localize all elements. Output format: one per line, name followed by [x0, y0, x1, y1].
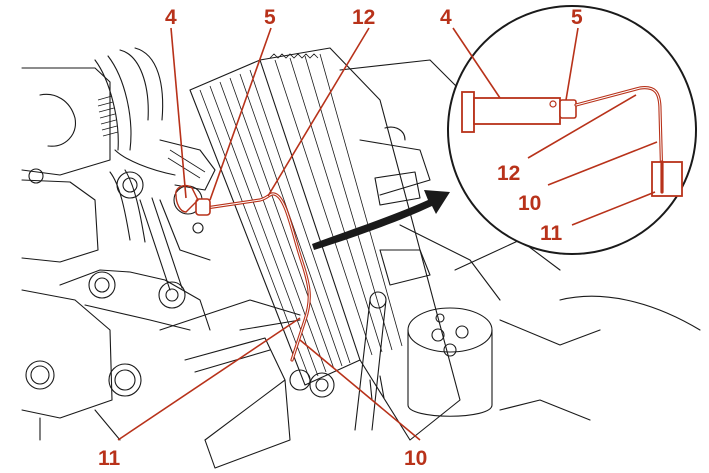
condenser-fins: [274, 53, 403, 356]
inset-callout-5: 5: [571, 6, 583, 29]
callout-5: 5: [264, 6, 276, 29]
callout-labels: 4 5 12 11 10 4 5 12 10 11: [98, 6, 583, 470]
callout-11: 11: [98, 447, 121, 470]
detail-inset: [447, 5, 697, 255]
callout-4: 4: [165, 6, 177, 29]
radiator-fins: [199, 69, 351, 381]
main-leaders: [117, 27, 421, 441]
inset-callout-12: 12: [497, 162, 520, 185]
inset-callout-10: 10: [518, 192, 541, 215]
callout-10: 10: [404, 447, 427, 470]
engine-line-art: [21, 47, 701, 469]
callout-12: 12: [352, 6, 375, 29]
inset-callout-4: 4: [440, 6, 452, 29]
curved-arrow-icon: [312, 190, 450, 250]
inset-callout-11: 11: [540, 222, 563, 245]
refrigerant-pipe: [175, 184, 311, 362]
